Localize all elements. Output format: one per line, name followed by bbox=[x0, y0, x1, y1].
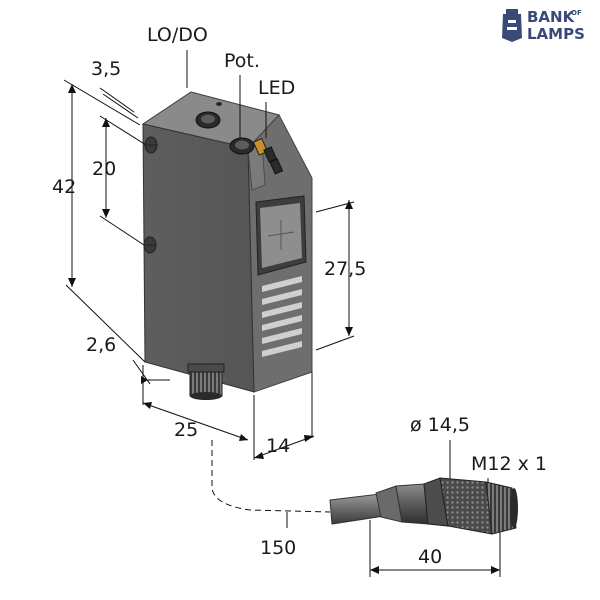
dim-42: 42 bbox=[52, 176, 76, 198]
bank-of-lamps-logo: BANK OF LAMPS bbox=[502, 8, 585, 43]
mounting-hole-lower bbox=[143, 236, 157, 254]
label-pot: Pot. bbox=[224, 50, 260, 72]
vent-slots bbox=[262, 276, 302, 357]
dim-m12-thread: M12 x 1 bbox=[471, 453, 547, 475]
optics-lens-window bbox=[255, 195, 307, 276]
dim-14: 14 bbox=[266, 435, 290, 457]
dimension-arrowheads bbox=[68, 84, 500, 574]
led-indicator bbox=[252, 137, 284, 175]
dim-20: 20 bbox=[92, 158, 116, 180]
logo-line1: BANK bbox=[527, 8, 576, 26]
dim-150: 150 bbox=[260, 537, 296, 559]
lighthouse-icon bbox=[502, 9, 522, 42]
connector-cable bbox=[329, 483, 429, 525]
dim-2-6: 2,6 bbox=[86, 334, 116, 356]
dimension-lines bbox=[63, 79, 501, 577]
housing-front-face bbox=[142, 123, 255, 393]
dim-diameter: ø 14,5 bbox=[410, 414, 470, 436]
logo-superscript: OF bbox=[571, 9, 582, 17]
m12-plug bbox=[423, 477, 518, 535]
bottom-connector bbox=[187, 363, 225, 400]
label-lo-do: LO/DO bbox=[147, 24, 208, 46]
dimension-labels: LO/DO Pot. LED 3,5 42 20 27,5 2,6 25 14 … bbox=[52, 24, 547, 568]
dim-27-5: 27,5 bbox=[324, 258, 366, 280]
dim-40: 40 bbox=[418, 546, 442, 568]
sensor-housing bbox=[141, 91, 313, 400]
lo-do-switch bbox=[195, 102, 222, 129]
logo-line2: LAMPS bbox=[527, 25, 585, 43]
dim-25: 25 bbox=[174, 419, 198, 441]
mounting-hole-upper bbox=[144, 136, 158, 154]
dim-3-5: 3,5 bbox=[91, 58, 121, 80]
potentiometer-knob bbox=[229, 137, 255, 155]
label-led: LED bbox=[258, 77, 295, 99]
